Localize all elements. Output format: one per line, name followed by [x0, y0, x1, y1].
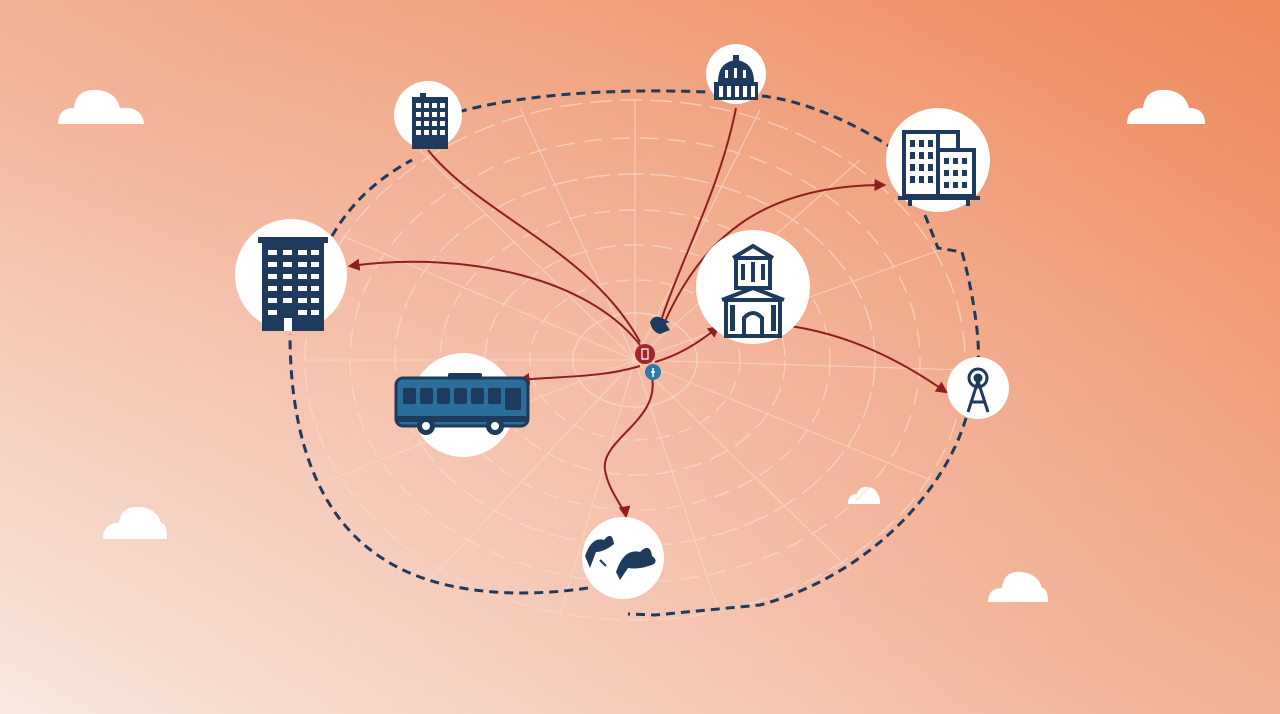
node-antenna: [947, 357, 1009, 419]
arrow-to-office-towers: [661, 179, 887, 329]
node-town-hall: [696, 230, 810, 344]
hub-arrows: [347, 107, 948, 519]
bus-icon: [394, 373, 530, 435]
node-office-towers: [886, 108, 990, 212]
node-bus: [394, 353, 530, 457]
dashed-loop: [288, 89, 980, 617]
cloud-icon: [103, 506, 167, 539]
flying-birds-icon: [585, 535, 656, 580]
arrow-from-small-office: [427, 149, 641, 343]
cloud-icon: [848, 486, 880, 504]
radio-antenna-icon: [966, 367, 990, 413]
bird-icon: [650, 316, 670, 334]
arrow-to-town-hall: [654, 325, 720, 363]
arrow-from-dome: [657, 107, 737, 331]
apartment-tower-icon: [258, 237, 328, 331]
node-small-office: [394, 81, 462, 149]
node-apartment: [235, 219, 347, 331]
arrow-to-bus: [517, 365, 641, 386]
node-birds: [582, 517, 664, 599]
hub: [635, 316, 670, 380]
domed-building-icon: [714, 55, 758, 100]
node-dome: [706, 44, 766, 104]
arrow-to-antenna: [789, 325, 948, 394]
clouds: [58, 89, 1205, 602]
town-hall-icon: [721, 243, 785, 338]
office-towers-icon: [898, 130, 980, 206]
arrow-to-apartment: [347, 258, 641, 346]
cloud-icon: [988, 571, 1048, 602]
red-hub-marker: [635, 344, 655, 364]
small-office-building-icon: [412, 93, 448, 149]
cloud-icon: [1127, 89, 1205, 124]
cloud-icon: [58, 89, 144, 124]
arrow-to-birds: [603, 377, 654, 519]
